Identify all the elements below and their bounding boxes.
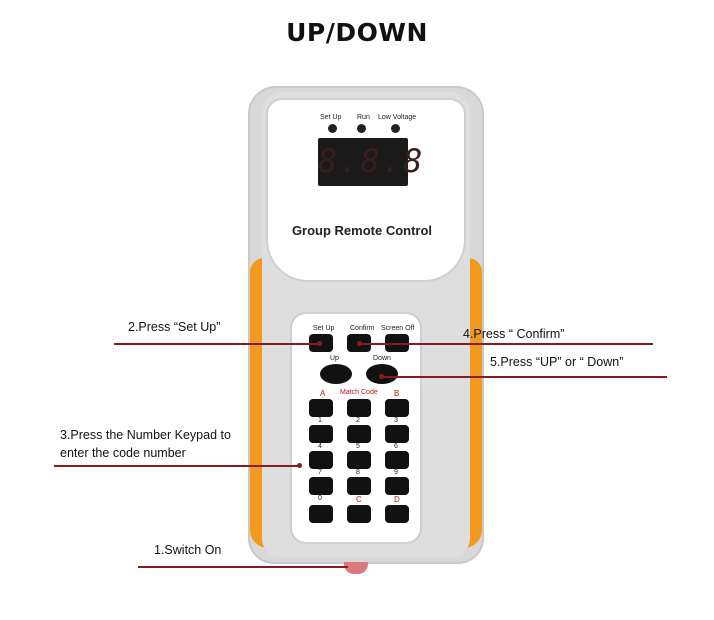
step-4-leader-line	[360, 343, 653, 345]
step-2-leader-dot	[317, 341, 322, 346]
power-switch[interactable]	[344, 562, 368, 574]
c-key-label: C	[356, 495, 362, 504]
display-panel	[268, 100, 464, 280]
display-digits: 8.8.8	[318, 142, 425, 180]
key-2-label: 2	[356, 417, 360, 424]
key-6-button[interactable]	[385, 451, 409, 469]
up-key-label: Up	[330, 355, 339, 362]
step-2-label: 2.Press “Set Up”	[128, 320, 221, 334]
step-2-leader-line	[114, 343, 320, 345]
step-4-leader-dot	[357, 341, 362, 346]
key-7-button[interactable]	[309, 477, 333, 495]
step-1-label: 1.Switch On	[154, 543, 222, 557]
a-key-label: A	[320, 389, 326, 398]
key-2-button[interactable]	[347, 425, 371, 443]
key-7-label: 7	[318, 469, 322, 476]
key-4-label: 4	[318, 443, 322, 450]
step-3-label-line-1: 3.Press the Number Keypad to	[60, 428, 231, 442]
step-3-leader-line	[54, 465, 300, 467]
key-1-label: 1	[318, 417, 322, 424]
key-8-button[interactable]	[347, 477, 371, 495]
b-key-button[interactable]	[385, 399, 409, 417]
step-5-leader-dot	[379, 374, 384, 379]
d-key-button[interactable]	[385, 505, 409, 523]
confirm-key-label: Confirm	[350, 325, 375, 332]
key-9-button[interactable]	[385, 477, 409, 495]
key-6-label: 6	[394, 443, 398, 450]
key-0-label: 0	[318, 495, 322, 502]
key-8-label: 8	[356, 469, 360, 476]
a-key-button[interactable]	[309, 399, 333, 417]
step-3-leader-dot	[297, 463, 302, 468]
key-3-label: 3	[394, 417, 398, 424]
step-3-label-line-2: enter the code number	[60, 446, 186, 460]
step-1-leader-line	[138, 566, 348, 568]
set-up-led-icon	[328, 124, 337, 133]
low-voltage-led-icon	[391, 124, 400, 133]
key-3-button[interactable]	[385, 425, 409, 443]
led-display	[318, 138, 408, 186]
key-0-button[interactable]	[309, 505, 333, 523]
page-title: UP/DOWN	[286, 18, 428, 47]
key-1-button[interactable]	[309, 425, 333, 443]
screen-off-key-label: Screen Off	[381, 325, 415, 332]
key-5-button[interactable]	[347, 451, 371, 469]
d-key-label: D	[394, 495, 400, 504]
step-5-leader-line	[382, 376, 667, 378]
step-5-label: 5.Press “UP” or “ Down”	[490, 355, 624, 369]
c-key-button[interactable]	[347, 505, 371, 523]
key-5-label: 5	[356, 443, 360, 450]
run-led-icon	[357, 124, 366, 133]
key-4-button[interactable]	[309, 451, 333, 469]
indicator-label-set-up: Set Up	[320, 114, 342, 121]
indicator-label-low-voltage: Low Voltage	[378, 114, 417, 121]
up-button[interactable]	[320, 364, 352, 384]
indicator-label-run: Run	[357, 114, 370, 121]
device-name-label: Group Remote Control	[291, 223, 433, 238]
step-4-label: 4.Press “ Confirm”	[463, 327, 565, 341]
match-code-button[interactable]	[347, 399, 371, 417]
key-9-label: 9	[394, 469, 398, 476]
b-key-label: B	[394, 389, 400, 398]
down-key-label: Down	[373, 355, 391, 362]
match-code-label: Match Code	[340, 389, 378, 396]
set-up-key-label: Set Up	[313, 325, 335, 332]
